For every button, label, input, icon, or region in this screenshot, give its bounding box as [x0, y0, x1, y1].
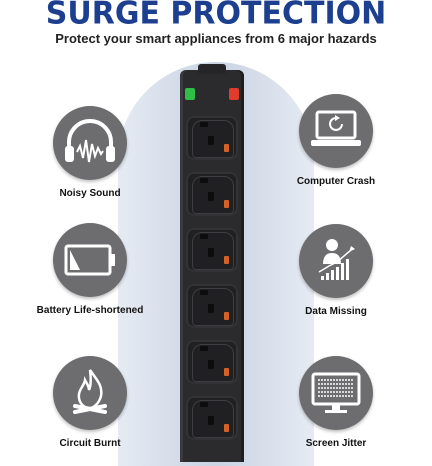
red-indicator-light [229, 88, 239, 100]
person-chart-icon [299, 224, 373, 298]
hazard-circuit-burnt: Circuit Burnt [30, 356, 150, 449]
socket [186, 116, 238, 160]
socket [186, 284, 238, 328]
socket [186, 172, 238, 216]
headphones-soundwave-icon [53, 106, 127, 180]
hazard-screen-jitter: Screen Jitter [276, 356, 396, 449]
page-title: SURGE PROTECTION [45, 0, 387, 32]
hazard-label: Screen Jitter [305, 438, 367, 449]
page-subtitle: Protect your smart appliances from 6 maj… [55, 31, 377, 46]
battery-low-icon [53, 223, 127, 297]
laptop-reload-icon [299, 94, 373, 168]
hazard-computer-crash: Computer Crash [276, 94, 396, 187]
hazard-label: Computer Crash [296, 176, 376, 187]
monitor-icon [299, 356, 373, 430]
fire-icon [53, 356, 127, 430]
green-indicator-light [185, 88, 195, 100]
hazard-label: Circuit Burnt [59, 438, 121, 449]
hazard-noisy-sound: Noisy Sound [30, 106, 150, 199]
socket [186, 396, 238, 440]
hazard-label: Data Missing [305, 306, 367, 317]
hazard-label: Noisy Sound [59, 188, 121, 199]
hazard-label: Battery Life-shortened [36, 305, 144, 316]
hazard-battery: Battery Life-shortened [30, 223, 150, 316]
hazard-data-missing: Data Missing [276, 224, 396, 317]
power-switch [198, 64, 226, 74]
socket [186, 228, 238, 272]
socket [186, 340, 238, 384]
